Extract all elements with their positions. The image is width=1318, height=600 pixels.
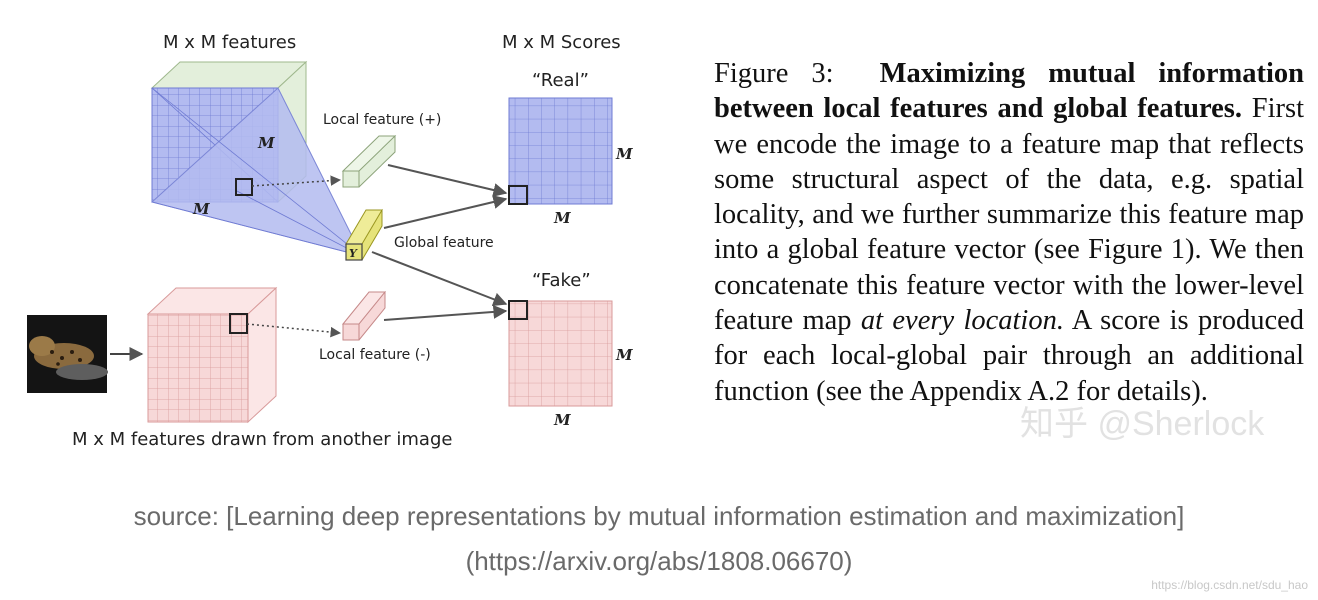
csdn-watermark: https://blog.csdn.net/sdu_hao: [1151, 578, 1308, 592]
bottom-cube-caption: M x M features drawn from another image: [72, 429, 452, 450]
fake-scores-grid: [508, 300, 613, 407]
fake-m-bottom: M: [553, 411, 571, 429]
real-label: “Real”: [532, 70, 589, 91]
local-feature-positive-label: Local feature (+): [323, 112, 441, 128]
caption-body-end: A score is produced for each local-globa…: [714, 305, 1305, 407]
zhihu-watermark: 知乎 @Sherlock: [1020, 405, 1265, 443]
real-scores-grid: [508, 97, 613, 205]
global-y-symbol: Y: [349, 247, 358, 260]
caption-body: First we encode the image to a feature m…: [714, 93, 1305, 337]
source-line-2[interactable]: (https://arxiv.org/abs/1808.06670): [465, 546, 853, 576]
leopard-image: [27, 315, 108, 393]
real-m-side: M: [615, 145, 633, 163]
figure-caption: Figure 3: Maximizing mutual information …: [714, 56, 1304, 409]
top-cube-m-bottom: M: [192, 200, 210, 218]
dim-diagram: M M M x M features M x M Scores Local fe…: [27, 32, 633, 450]
arrow-local-pos-to-real: [387, 164, 508, 197]
top-local-cell: [235, 178, 253, 196]
fake-m-side: M: [615, 346, 633, 364]
local-feature-positive-vector: [341, 135, 397, 188]
arrow-global-to-fake: [371, 251, 508, 306]
local-feature-negative-label: Local feature (-): [319, 347, 431, 363]
top-right-title: M x M Scores: [502, 32, 621, 53]
fake-label: “Fake”: [532, 270, 591, 291]
caption-italic: at every location.: [860, 305, 1064, 337]
global-feature-vector: [345, 208, 383, 261]
bottom-cell-dotted-arrow: [246, 323, 342, 338]
figure-label: Figure 3:: [714, 58, 834, 89]
top-left-title: M x M features: [163, 32, 296, 53]
global-feature-label: Global feature: [394, 235, 494, 251]
caption-title: Maximizing mutual information between lo…: [714, 58, 1305, 125]
real-m-bottom: M: [553, 209, 571, 227]
arrow-local-neg-to-fake: [383, 304, 508, 321]
local-feature-negative-vector: [341, 290, 387, 341]
source-citation: source: [Learning deep representations b…: [0, 494, 1318, 584]
arrow-global-to-real: [383, 195, 508, 229]
source-line-1: source: [Learning deep representations b…: [133, 501, 1185, 531]
bottom-feature-cube: [146, 286, 278, 424]
top-cube-m-side: M: [257, 134, 275, 152]
